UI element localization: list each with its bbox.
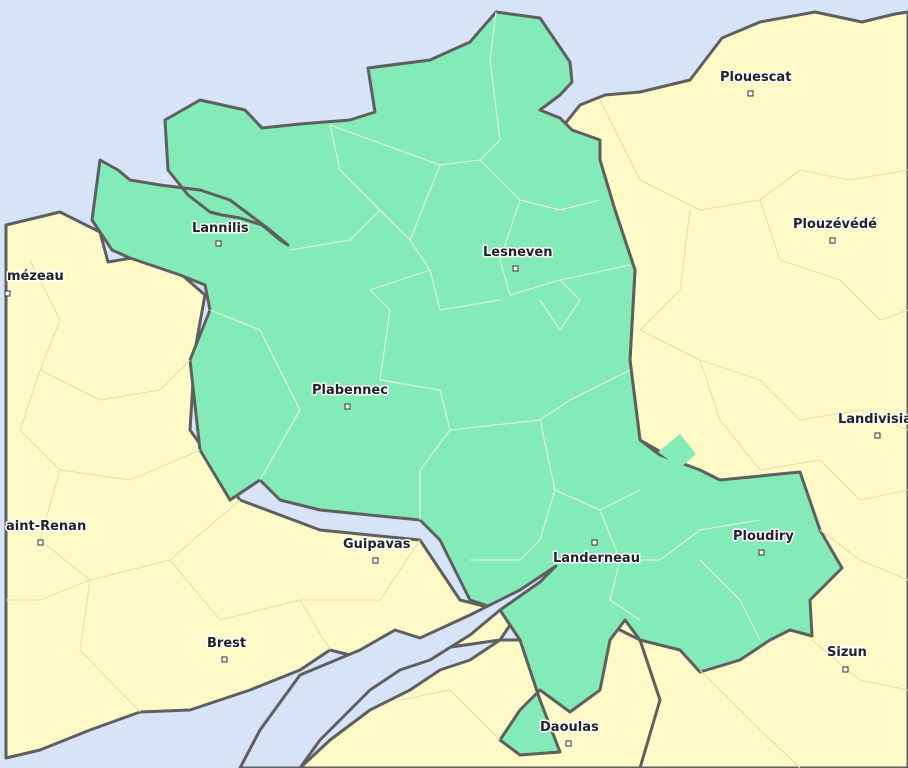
town-label[interactable]: Sizun bbox=[826, 644, 869, 662]
town-marker[interactable] bbox=[221, 656, 228, 663]
highlight-commune-borders bbox=[209, 11, 761, 641]
town-landivisiau[interactable]: Landivisia bbox=[837, 411, 908, 439]
town-marker[interactable] bbox=[372, 557, 379, 564]
commune-border bbox=[429, 269, 501, 311]
town-plouescat[interactable]: Plouescat bbox=[719, 69, 793, 97]
commune-border bbox=[539, 419, 641, 511]
land-border bbox=[79, 579, 141, 713]
commune-border bbox=[209, 309, 301, 481]
commune-border bbox=[449, 369, 631, 431]
town-brest[interactable]: Brest bbox=[206, 635, 248, 663]
town-label[interactable]: Landerneau bbox=[552, 550, 642, 568]
town-marker[interactable] bbox=[874, 432, 881, 439]
town-landerneau[interactable]: Landerneau bbox=[552, 539, 642, 568]
commune-border bbox=[479, 159, 601, 211]
town-marker[interactable] bbox=[512, 265, 519, 272]
town-label[interactable]: Brest bbox=[206, 635, 248, 653]
town-marker[interactable] bbox=[758, 549, 765, 556]
commune-border bbox=[329, 11, 501, 166]
land-border bbox=[639, 209, 908, 431]
commune-border bbox=[369, 289, 441, 391]
highlight-main bbox=[90, 10, 844, 757]
town-lannilis[interactable]: Lannilis bbox=[191, 220, 251, 247]
town-layer: Plouescat Plouzévédé Lannilis Lesneven m… bbox=[4, 69, 908, 747]
land-border bbox=[29, 259, 191, 401]
commune-border bbox=[369, 164, 441, 291]
town-saint-renan[interactable]: aint-Renan bbox=[5, 518, 88, 546]
commune-border bbox=[599, 509, 761, 561]
town-marker[interactable] bbox=[747, 90, 754, 97]
town-marker[interactable] bbox=[591, 539, 598, 546]
commune-border bbox=[419, 389, 451, 520]
commune-border bbox=[699, 559, 761, 641]
land-border bbox=[399, 689, 501, 741]
town-sizun[interactable]: Sizun bbox=[826, 644, 869, 673]
town-daoulas[interactable]: Daoulas bbox=[539, 719, 601, 747]
town-marker[interactable] bbox=[842, 666, 849, 673]
commune-border bbox=[539, 279, 581, 331]
town-marker[interactable] bbox=[215, 240, 222, 247]
town-label[interactable]: Lannilis bbox=[191, 220, 251, 238]
town-ploudiry[interactable]: Ploudiry bbox=[732, 528, 796, 556]
commune-border bbox=[289, 209, 381, 251]
town-label[interactable]: Ploudiry bbox=[732, 528, 796, 546]
town-label[interactable]: mézeau bbox=[6, 268, 66, 286]
town-marker[interactable] bbox=[344, 403, 351, 410]
town-marker[interactable] bbox=[37, 539, 44, 546]
town-label[interactable]: Plouescat bbox=[719, 69, 793, 87]
town-label[interactable]: Guipavas bbox=[342, 536, 413, 554]
town-marker[interactable] bbox=[4, 290, 11, 297]
town-label[interactable]: Landivisia bbox=[837, 411, 908, 429]
town-plouguerneau-mezeau[interactable]: mézeau bbox=[4, 268, 66, 297]
land-border bbox=[699, 669, 801, 768]
town-plouzevede[interactable]: Plouzévédé bbox=[792, 216, 879, 244]
land-border bbox=[811, 639, 908, 691]
town-label[interactable]: Lesneven bbox=[482, 244, 554, 262]
town-marker[interactable] bbox=[829, 237, 836, 244]
town-guipavas[interactable]: Guipavas bbox=[342, 536, 413, 564]
town-lesneven[interactable]: Lesneven bbox=[482, 244, 554, 272]
commune-border bbox=[499, 199, 631, 296]
land-border bbox=[819, 529, 908, 581]
land-border bbox=[169, 559, 331, 651]
town-label[interactable]: Plouzévédé bbox=[792, 216, 879, 234]
land-commune-borders bbox=[6, 99, 908, 768]
commune-border bbox=[329, 124, 411, 241]
highlight-islet bbox=[658, 434, 696, 468]
land-border bbox=[759, 199, 908, 321]
commune-border bbox=[609, 559, 641, 621]
town-plabennec[interactable]: Plabennec bbox=[311, 382, 390, 410]
town-label[interactable]: aint-Renan bbox=[5, 518, 88, 536]
town-label[interactable]: Daoulas bbox=[539, 719, 601, 737]
town-label[interactable]: Plabennec bbox=[311, 382, 390, 400]
land-border bbox=[300, 539, 421, 601]
town-marker[interactable] bbox=[565, 740, 572, 747]
estuary bbox=[238, 564, 558, 768]
commune-border bbox=[470, 489, 556, 561]
land-border bbox=[699, 359, 908, 501]
highlighted-region bbox=[90, 10, 844, 757]
land-border bbox=[6, 579, 91, 601]
